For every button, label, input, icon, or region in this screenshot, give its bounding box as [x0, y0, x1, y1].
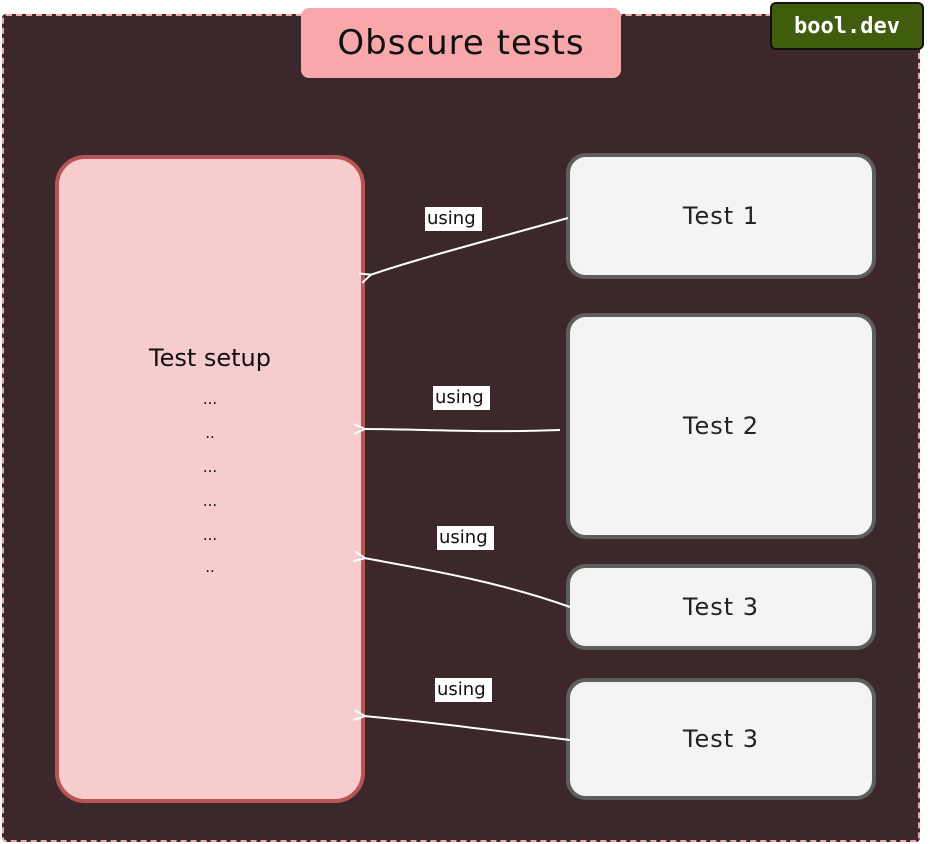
setup-line: ..: [205, 424, 215, 442]
test-setup-title: Test setup: [148, 344, 271, 372]
setup-line: ..: [205, 558, 215, 576]
arrow-test3-to-setup: [364, 558, 571, 608]
test-box-2: Test 2: [566, 313, 876, 539]
setup-line: ...: [202, 458, 218, 476]
test-setup-box: [55, 155, 365, 803]
using-label: using: [437, 526, 494, 550]
setup-line: ...: [202, 526, 218, 544]
brand-badge: bool.dev: [770, 2, 924, 50]
arrow-test4-to-setup: [364, 716, 571, 741]
test-box-4: Test 3: [566, 678, 876, 800]
arrow-test1-to-setup: [370, 217, 569, 275]
setup-line: ...: [202, 390, 218, 408]
arrow-test2-to-setup: [364, 429, 561, 431]
diagram-title: Obscure tests: [301, 8, 621, 78]
using-label: using: [435, 678, 492, 702]
setup-line: ...: [202, 492, 218, 510]
using-label: using: [433, 386, 490, 410]
using-label: using: [425, 207, 482, 231]
test-box-1: Test 1: [566, 153, 876, 279]
test-box-3: Test 3: [566, 564, 876, 650]
